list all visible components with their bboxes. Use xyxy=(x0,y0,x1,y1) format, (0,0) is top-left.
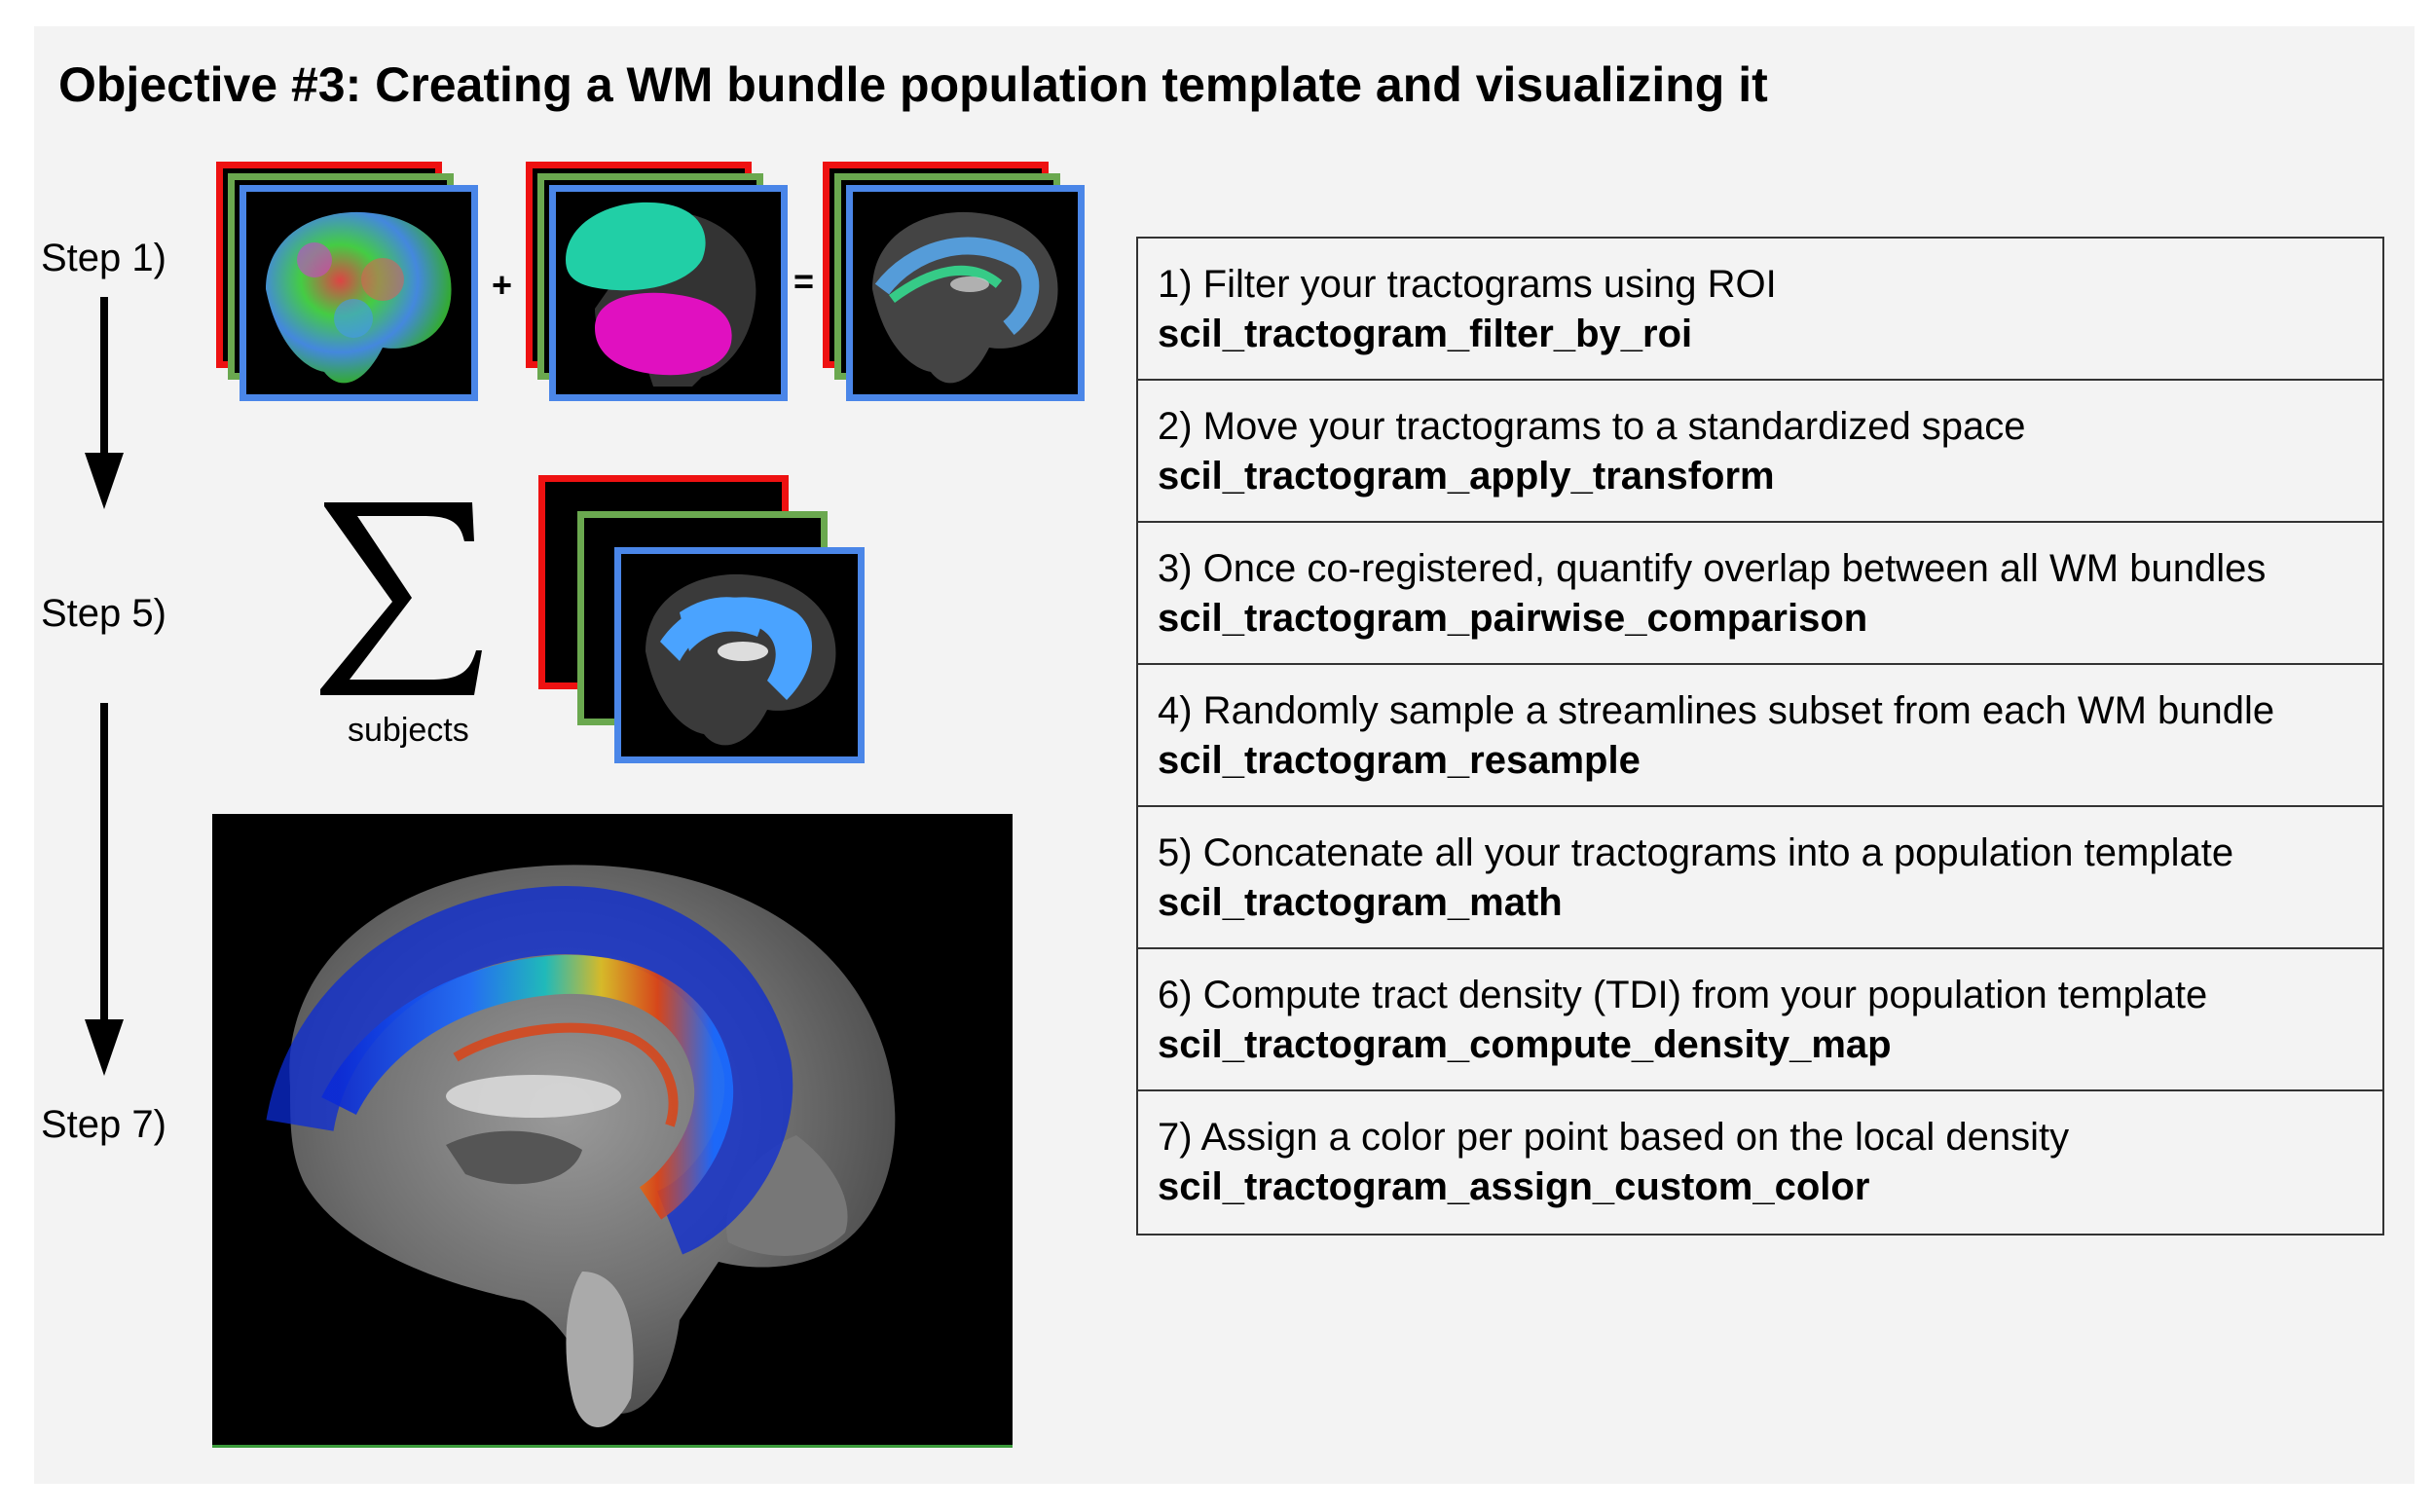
row-description: 5) Concatenate all your tractograms into… xyxy=(1158,831,2234,874)
sum-caption: subjects xyxy=(348,712,469,749)
image-bottom-border xyxy=(212,1445,1013,1448)
step-1-label: Step 1) xyxy=(41,237,166,279)
row-command: scil_tractogram_compute_density_map xyxy=(1158,1023,1892,1066)
plus-operator: + xyxy=(492,265,513,305)
table-row: 1) Filter your tractograms using ROI sci… xyxy=(1138,239,2382,381)
down-arrow-1 xyxy=(85,297,124,509)
table-row: 4) Randomly sample a streamlines subset … xyxy=(1138,665,2382,807)
figure-title: Objective #3: Creating a WM bundle popul… xyxy=(58,57,1768,112)
filtered-bundle-image xyxy=(846,185,1085,401)
brain-roi-image xyxy=(549,185,788,401)
row-command: scil_tractogram_math xyxy=(1158,881,1563,924)
table-row: 3) Once co-registered, quantify overlap … xyxy=(1138,523,2382,665)
table-row: 7) Assign a color per point based on the… xyxy=(1138,1091,2382,1234)
population-bundle-image xyxy=(614,547,865,763)
row-command: scil_tractogram_filter_by_roi xyxy=(1158,313,1693,355)
row-description: 6) Compute tract density (TDI) from your… xyxy=(1158,974,2208,1016)
step-7-label: Step 7) xyxy=(41,1103,166,1146)
step-5-label: Step 5) xyxy=(41,592,166,635)
row-description: 3) Once co-registered, quantify overlap … xyxy=(1158,547,2267,590)
down-arrow-2 xyxy=(85,703,124,1076)
table-row: 2) Move your tractograms to a standardiz… xyxy=(1138,381,2382,523)
row-description: 7) Assign a color per point based on the… xyxy=(1158,1116,2070,1159)
sum-symbol xyxy=(316,497,482,701)
row-description: 1) Filter your tractograms using ROI xyxy=(1158,263,1777,306)
row-command: scil_tractogram_resample xyxy=(1158,739,1641,782)
population-density-image xyxy=(212,814,1013,1447)
row-command: scil_tractogram_apply_transform xyxy=(1158,455,1775,498)
row-description: 2) Move your tractograms to a standardiz… xyxy=(1158,405,2026,448)
table-row: 6) Compute tract density (TDI) from your… xyxy=(1138,949,2382,1091)
row-command: scil_tractogram_assign_custom_color xyxy=(1158,1165,1870,1208)
equals-operator: = xyxy=(793,261,815,301)
brain-rgb-image xyxy=(240,185,478,401)
row-command: scil_tractogram_pairwise_comparison xyxy=(1158,597,1868,640)
steps-table: 1) Filter your tractograms using ROI sci… xyxy=(1136,237,2384,1235)
row-description: 4) Randomly sample a streamlines subset … xyxy=(1158,689,2275,732)
table-row: 5) Concatenate all your tractograms into… xyxy=(1138,807,2382,949)
